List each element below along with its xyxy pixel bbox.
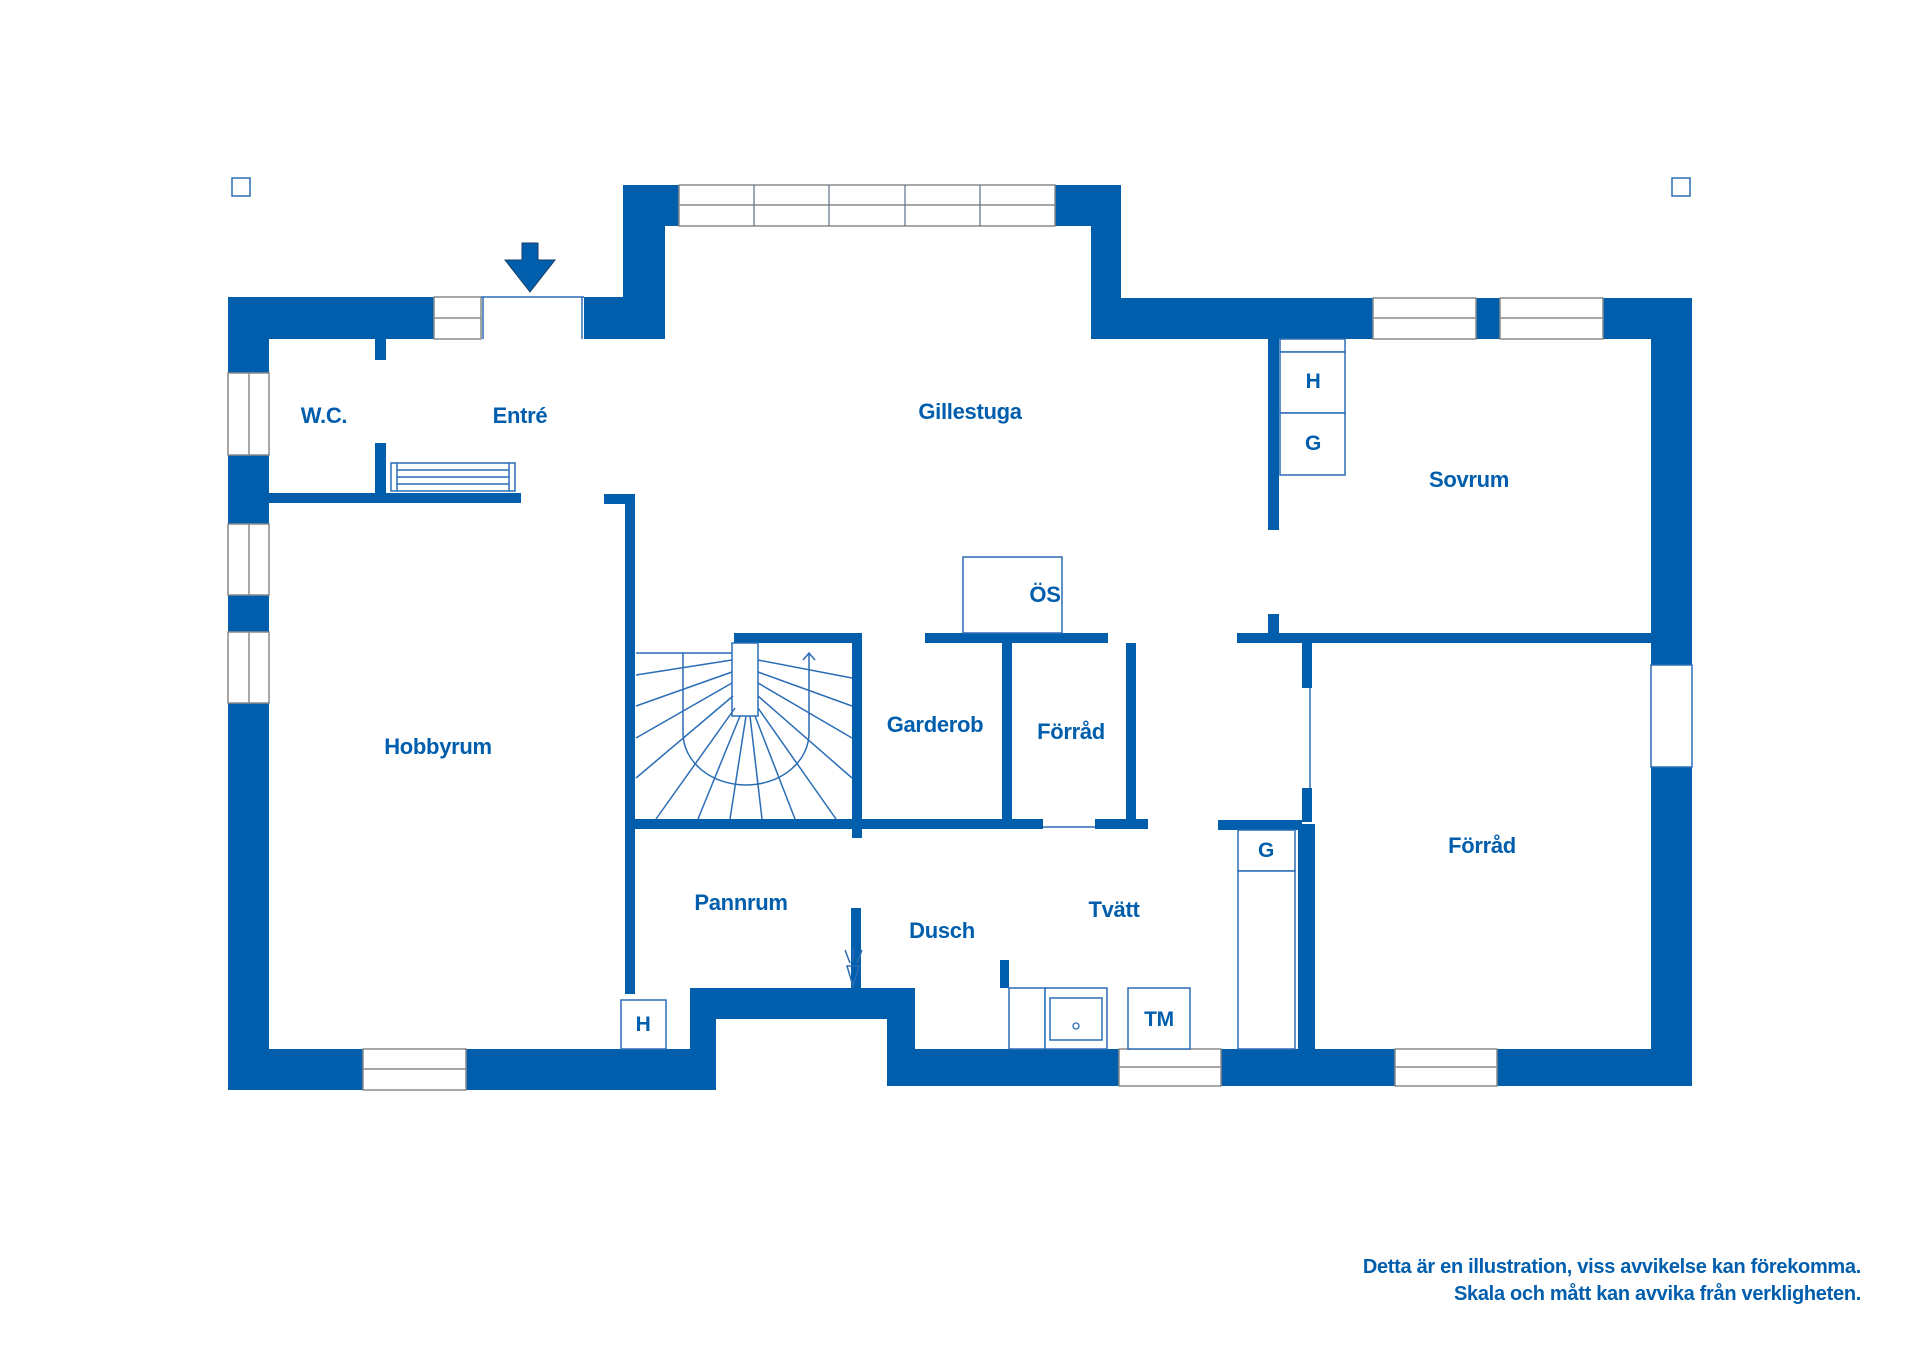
fixture-label-tm: TM	[1144, 1008, 1174, 1031]
disclaimer: Detta är en illustration, viss avvikelse…	[1363, 1254, 1861, 1308]
disclaimer-line-2: Skala och mått kan avvika från verklighe…	[1454, 1283, 1861, 1305]
interior-walls	[269, 339, 1651, 1049]
room-label-garderob: Garderob	[886, 712, 984, 737]
room-label-forrad-large: Förråd	[1448, 833, 1516, 858]
room-label-pannrum: Pannrum	[694, 890, 788, 915]
fixture-label-pannrum-h: H	[635, 1013, 651, 1036]
shower-icon	[844, 948, 863, 989]
disclaimer-line-1: Detta är en illustration, viss avvikelse…	[1362, 1256, 1861, 1278]
room-label-hobbyrum: Hobbyrum	[384, 734, 492, 759]
room-label-forrad-small: Förråd	[1037, 719, 1105, 744]
staircase	[635, 642, 853, 820]
room-label-tvatt: Tvätt	[1088, 897, 1140, 922]
fixtures	[390, 338, 1346, 1050]
room-label-gillestuga: Gillestuga	[918, 399, 1022, 424]
room-label-sovrum: Sovrum	[1428, 467, 1510, 492]
corner-marker-right	[1671, 177, 1691, 197]
room-label-os: ÖS	[1029, 582, 1061, 607]
exterior-walls	[228, 185, 1692, 1090]
corner-marker-left	[231, 177, 251, 197]
fixture-label-sovrum-h: H	[1305, 370, 1321, 393]
entrance-arrow-icon	[503, 242, 557, 293]
windows	[227, 184, 1693, 1091]
fixture-label-sovrum-g: G	[1304, 432, 1322, 455]
room-label-entre: Entré	[492, 403, 548, 428]
room-label-dusch: Dusch	[909, 918, 975, 943]
room-label-wc: W.C.	[300, 403, 348, 428]
fixture-label-tvatt-g: G	[1257, 839, 1275, 862]
